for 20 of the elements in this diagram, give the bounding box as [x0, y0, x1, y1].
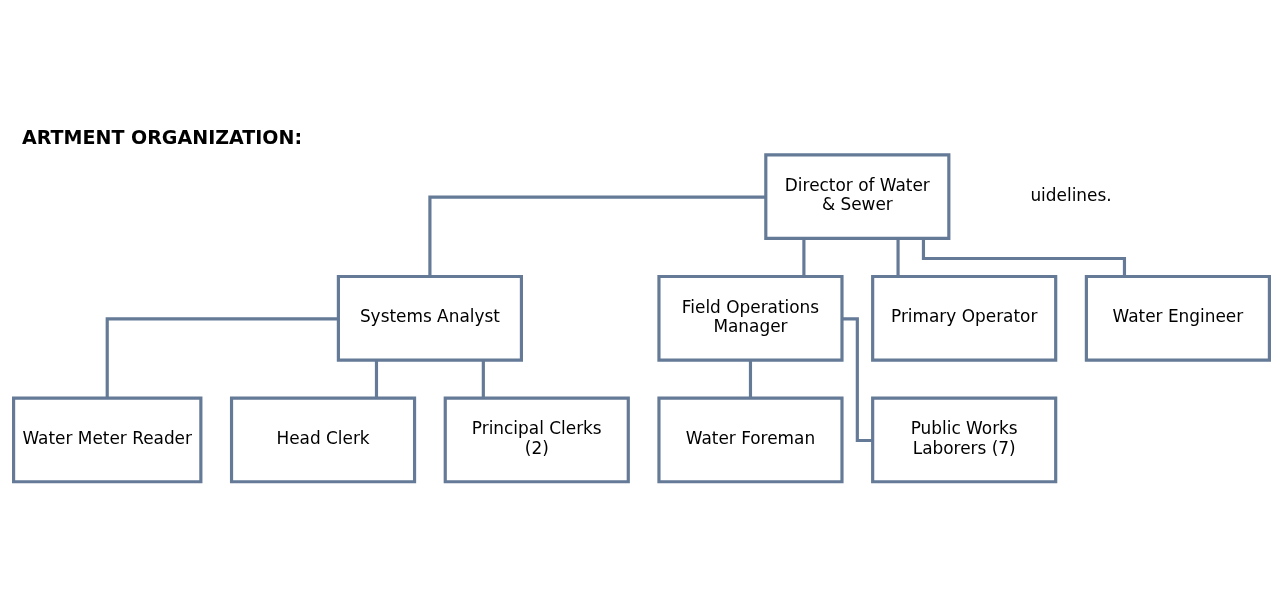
- connector: [748, 360, 753, 399]
- node-box: Water Meter Reader: [12, 396, 203, 484]
- node-box: Water Foreman: [657, 396, 844, 484]
- node-box: Head Clerk: [229, 396, 417, 484]
- node-box: Public Works Laborers (7): [871, 396, 1058, 484]
- connector: [481, 360, 485, 399]
- connector: [105, 317, 339, 398]
- node-box: Primary Operator: [871, 274, 1058, 362]
- connector: [842, 317, 873, 443]
- node-box: Principal Clerks (2): [443, 396, 630, 484]
- diagram-title: ARTMENT ORGANIZATION:: [22, 125, 303, 148]
- connector: [802, 238, 806, 277]
- node-box: Field Operations Manager: [657, 274, 844, 362]
- connector: [896, 238, 900, 277]
- connector: [428, 195, 766, 277]
- connector: [374, 360, 379, 399]
- node-box: Director of Water & Sewer: [764, 153, 951, 240]
- label: uidelines.: [1030, 184, 1112, 205]
- node-box: Water Engineer: [1084, 274, 1271, 362]
- node-box: Systems Analyst: [336, 274, 523, 362]
